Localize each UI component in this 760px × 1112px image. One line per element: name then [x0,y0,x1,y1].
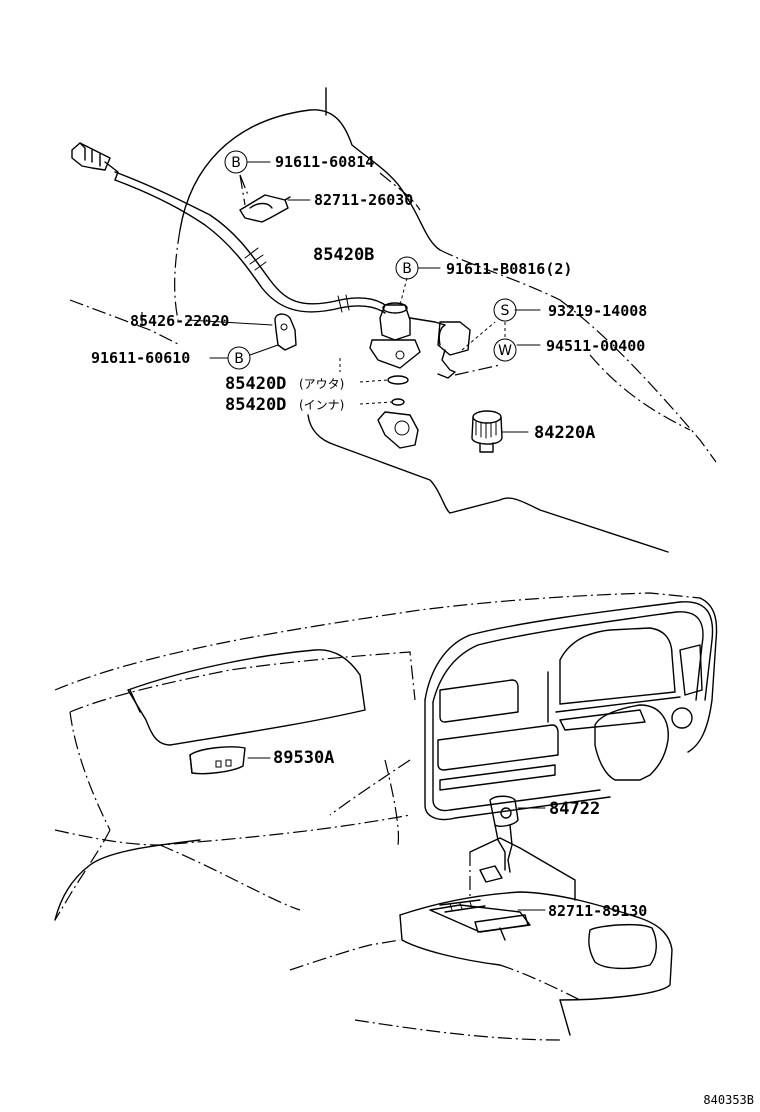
label-84722: 84722 [549,799,600,819]
grommet-inner [391,398,405,406]
svg-text:B: B [234,351,244,367]
b-circle-3: B [227,346,251,370]
label-91611-60610: 91611-60610 [91,349,190,367]
switch-84220a [471,410,503,453]
diagram-code: 840353B [703,1093,754,1107]
label-85420d-inner: 85420D [225,395,286,415]
label-93219-14008: 93219-14008 [548,302,647,320]
clip-85426-22020 [274,313,297,351]
svg-text:B: B [402,261,412,277]
b-circle-2: B [395,256,419,280]
note-inner: (インナ) [299,398,344,412]
label-85426-22020: 85426-22020 [130,312,229,330]
w-circle: W [493,338,517,362]
clamp-82711-26030 [239,194,291,223]
label-91611-b0816: 91611-B0816(2) [446,260,572,278]
console-shifter [289,837,673,1041]
sensor-85420b [369,302,471,379]
module-89530a [189,746,271,775]
label-82711-26030: 82711-26030 [314,191,413,209]
label-91611-60814: 91611-60814 [275,153,374,171]
s-circle: S [493,298,517,322]
wire-harness [71,142,386,314]
label-94511-00400: 94511-00400 [546,337,645,355]
label-82711-89130: 82711-89130 [548,902,647,920]
switch-84722 [489,795,546,873]
label-89530a: 89530A [273,748,334,768]
bracket [377,411,419,449]
grommet-outer [387,375,409,385]
label-84220a: 84220A [534,423,595,443]
svg-text:W: W [498,343,512,359]
dashboard-outline [54,592,718,921]
label-85420d-outer: 85420D [225,374,286,394]
label-85420b: 85420B [313,245,374,265]
svg-text:S: S [501,303,510,319]
note-outer: (アウタ) [299,377,344,391]
leader-lines-upper [187,161,541,433]
b-circle-1: B [224,150,248,174]
svg-text:B: B [231,155,241,171]
body-panel-outline [69,87,717,553]
